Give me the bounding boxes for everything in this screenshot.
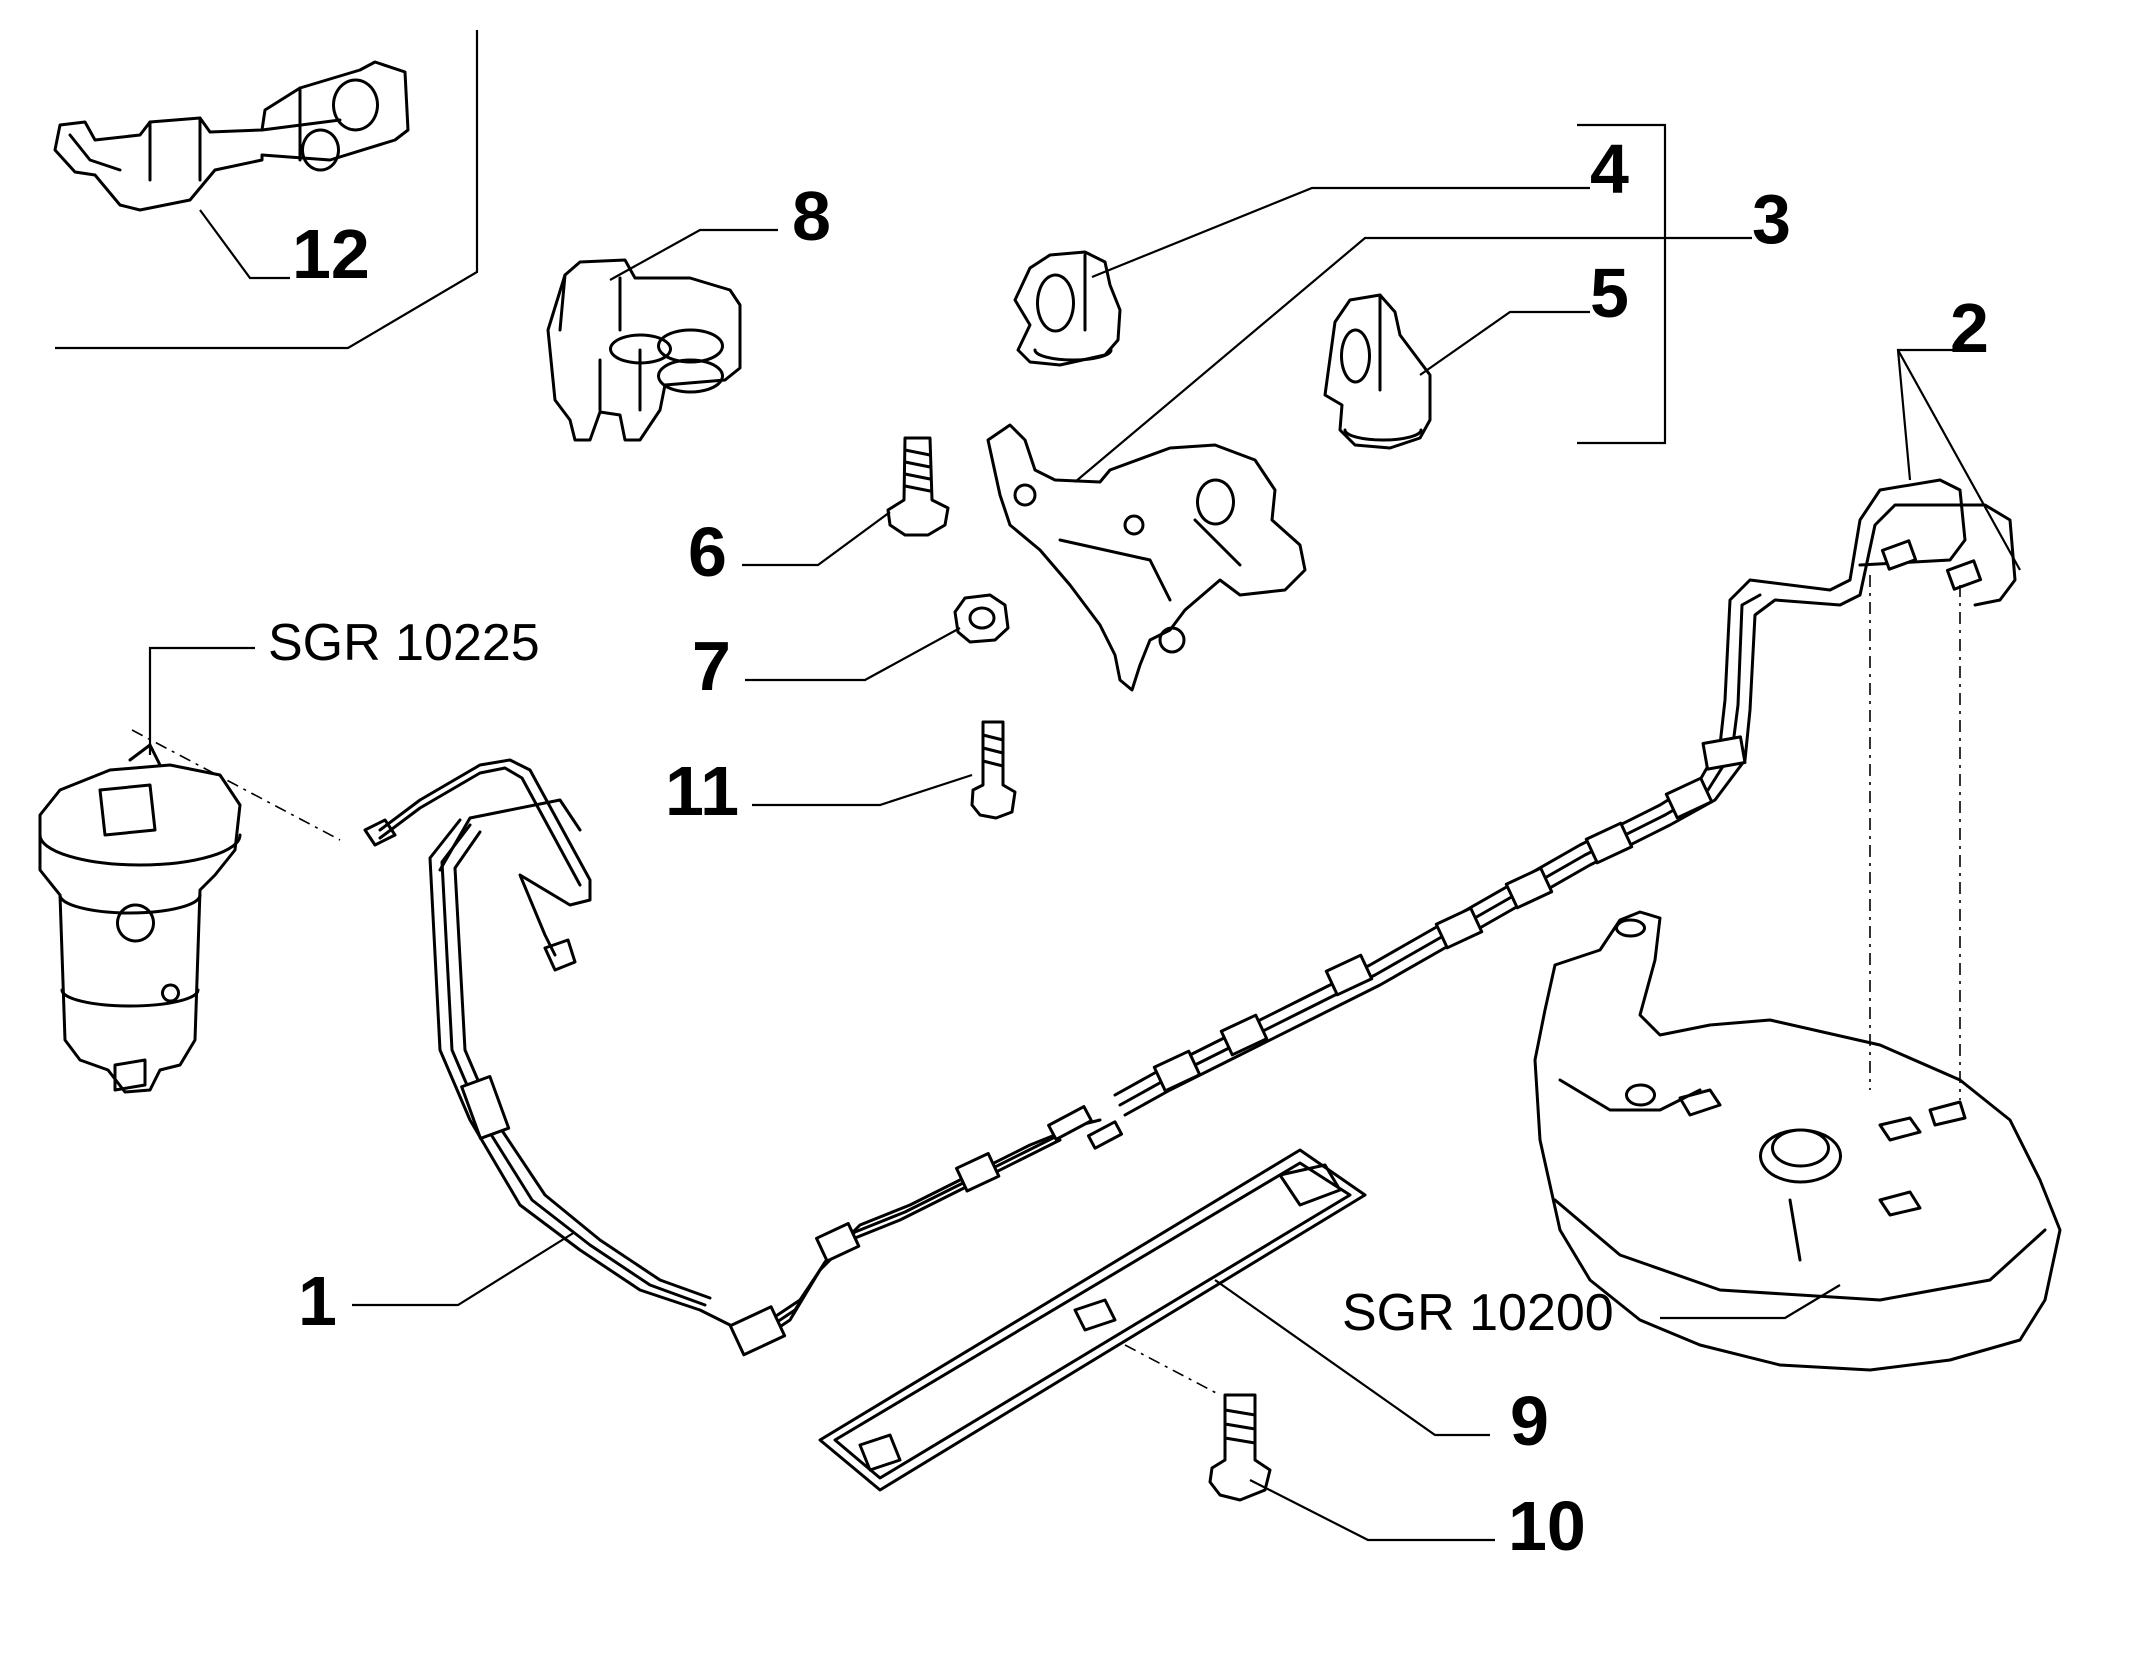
callout-labels: 1 2 3 4 5 6 7 8 9 10 11 12: [292, 130, 1989, 1565]
leader-12: [199, 209, 290, 280]
callout-9: 9: [1510, 1382, 1549, 1460]
part-2-fuel-lines: [1113, 478, 2017, 1117]
leader-9: [1214, 1279, 1490, 1437]
leader-2: [1896, 348, 1955, 481]
dashed-reference-lines: [132, 575, 1961, 1396]
part-10-bolt: [1208, 1393, 1272, 1502]
part-8-clip: [546, 258, 742, 442]
part-4-clip: [1013, 250, 1122, 367]
leader-3: [1074, 236, 1752, 483]
callout-6: 6: [688, 513, 727, 591]
leader-11: [752, 773, 973, 807]
leader-sgr-10225: [148, 646, 255, 755]
callout-8: 8: [792, 177, 831, 255]
callout-10: 10: [1508, 1487, 1586, 1565]
leader-4: [1091, 186, 1590, 279]
leader-6: [742, 511, 891, 567]
part-6-bolt: [886, 436, 950, 537]
part-11-bolt: [970, 720, 1017, 820]
callout-12: 12: [292, 215, 370, 293]
part-5-clip: [1323, 293, 1432, 450]
inset-frame: [55, 30, 479, 350]
leader-1: [352, 1231, 576, 1307]
leader-8: [609, 228, 778, 281]
reference-labels: SGR 10225 SGR 10200: [268, 614, 1614, 1342]
bracket-4-5: [1577, 123, 1667, 445]
part-1-fuel-lines: [363, 758, 1124, 1357]
fuel-filter: [38, 743, 242, 1094]
leader-sgr-10200: [1660, 1284, 1841, 1320]
part-3-bracket: [986, 423, 1307, 692]
leader-10: [1249, 1479, 1495, 1542]
part-9-guard-plate: [818, 1148, 1367, 1492]
callout-3: 3: [1752, 180, 1791, 258]
part-7-nut: [953, 593, 1010, 644]
ref-sgr-10225: SGR 10225: [268, 614, 540, 672]
ref-sgr-10200: SGR 10200: [1342, 1284, 1614, 1342]
callout-1: 1: [298, 1262, 337, 1340]
leader-2b: [1897, 349, 2021, 571]
callout-11: 11: [665, 752, 739, 830]
callout-4: 4: [1590, 130, 1629, 208]
leader-lines: [148, 123, 2021, 1542]
callout-7: 7: [692, 627, 731, 705]
callout-2: 2: [1950, 289, 1989, 367]
leader-5: [1419, 310, 1590, 376]
part-12-bracket: [53, 60, 410, 212]
leader-7: [745, 627, 961, 682]
fuel-tank: [1533, 910, 2062, 1372]
callout-5: 5: [1590, 254, 1629, 332]
